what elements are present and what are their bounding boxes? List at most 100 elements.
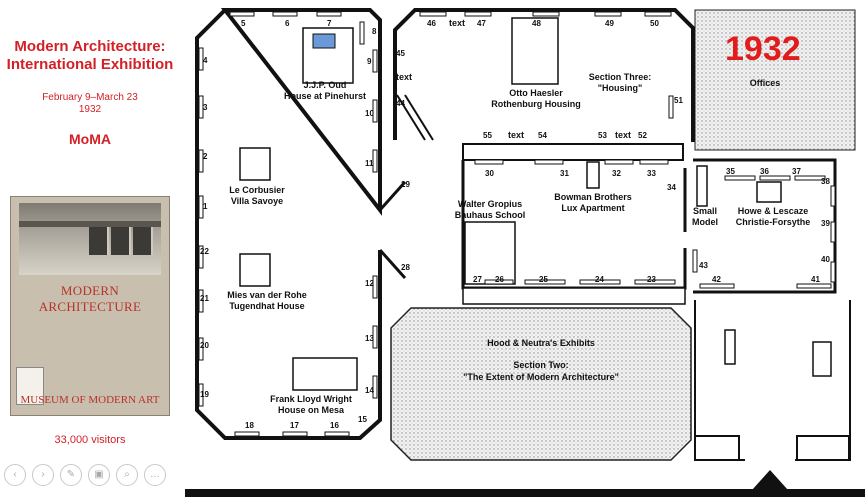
left-room-wall [195,8,382,440]
wall-number: 31 [560,169,569,178]
text-tag: text [615,130,631,140]
wall-number: 29 [401,180,410,189]
mies-name: Mies van der Rohe [227,290,307,300]
small-model-line2: Model [692,217,718,227]
wall-number: 19 [200,390,209,399]
wall-number: 20 [200,341,209,350]
wall-number: 30 [485,169,494,178]
wall-number: 27 [473,275,482,284]
section-three-title: Section Three: [589,72,652,82]
wall-number: 21 [200,294,209,303]
wall-number: 41 [811,275,820,284]
offices-label: Offices [750,78,781,88]
wall-number: 40 [821,255,830,264]
sidebar: Modern Architecture: International Exhib… [0,0,180,497]
text-tag: text [449,18,465,28]
cover-publisher: MUSEUM OF MODERN ART [20,394,160,406]
exhibition-dates: February 9–March 23 [42,92,138,103]
wall-number: 35 [726,167,735,176]
middle-room-wall [393,8,695,142]
bottom-bar [185,489,865,497]
howe-project: Christie-Forsythe [736,217,811,227]
wall-number: 43 [699,261,708,270]
wall-number: 50 [650,19,659,28]
wall-number: 25 [539,275,548,284]
wall-number: 55 [483,131,492,140]
wall-number: 13 [365,334,374,343]
wall-number: 9 [367,57,372,66]
section-two-subtitle: "The Extent of Modern Architecture" [463,372,619,382]
floor-plan-drawing: 1932 J.J.P. Oud House at Pinehurst Le Co… [195,8,856,461]
text-tag: text [396,72,412,82]
left-room-wall-top [220,8,382,216]
wright-name: Frank Lloyd Wright [270,394,352,404]
bowman-name: Bowman Brothers [554,192,632,202]
floor-plan: 1932 J.J.P. Oud House at Pinehurst Le Co… [185,0,865,468]
wall-number: 38 [821,177,830,186]
visitor-count: 33,000 visitors [54,434,126,446]
haesler-name: Otto Haesler [509,88,563,98]
wall-number: 42 [712,275,721,284]
wall-number: 14 [365,386,374,395]
zoom-icon[interactable]: ⌕ [116,464,138,486]
wall-number: 33 [647,169,656,178]
wall-number: 18 [245,421,254,430]
venue-label: MoMA [69,131,111,147]
wall-number: 32 [612,169,621,178]
wall-number: 12 [365,279,374,288]
wall-number: 4 [203,56,208,65]
lecorbusier-project: Villa Savoye [231,196,283,206]
section-two-area [390,307,692,461]
haesler-project: Rothenburg Housing [491,99,581,109]
hood-neutra-label: Hood & Neutra's Exhibits [487,338,595,348]
next-slide-icon[interactable]: › [32,464,54,486]
wall-number: 26 [495,275,504,284]
pen-icon[interactable]: ✎ [60,464,82,486]
mies-project: Tugendhat House [229,301,304,311]
wall-number: 47 [477,19,486,28]
wall-number: 39 [821,219,830,228]
wall-number: 7 [327,19,332,28]
gropius-name: Walter Gropius [458,199,522,209]
gropius-project: Bauhaus School [455,210,526,220]
wall-number: 28 [401,263,410,272]
wright-project: House on Mesa [278,405,345,415]
wall-number: 2 [203,152,208,161]
previous-slide-icon[interactable]: ‹ [4,464,26,486]
wall-number: 1 [203,202,208,211]
wall-number: 6 [285,19,290,28]
oud-project: House at Pinehurst [284,91,366,101]
text-tag: text [508,130,524,140]
catalog-cover: MODERN ARCHITECTURE MUSEUM OF MODERN ART [10,196,170,416]
wall-number: 48 [532,19,541,28]
offices-area [694,9,856,151]
wall-number: 34 [667,183,676,192]
library-label [16,367,44,405]
wall-number: 51 [674,96,683,105]
wall-number: 15 [358,415,367,424]
wall-number: 37 [792,167,801,176]
wall-number: 24 [595,275,604,284]
year-label: 1932 [725,30,801,68]
cover-title: MODERN ARCHITECTURE [38,283,142,314]
small-model-line1: Small [693,206,717,216]
wall-number: 10 [365,109,374,118]
wall-number: 22 [200,247,209,256]
more-options-icon[interactable]: … [144,464,166,486]
bowman-project: Lux Apartment [561,203,624,213]
section-two-title: Section Two: [513,360,568,370]
wall-number: 17 [290,421,299,430]
howe-name: Howe & Lescaze [738,206,809,216]
wall-number: 3 [203,103,208,112]
wall-number: 45 [396,49,405,58]
wall-number: 5 [241,19,246,28]
wall-number: 53 [598,131,607,140]
wall-number: 11 [365,159,374,168]
wall-number: 8 [372,27,377,36]
cover-photo [19,203,161,275]
wall-number: 46 [427,19,436,28]
navigation-triangle-icon[interactable] [752,470,788,490]
slide-view-icon[interactable]: ▣ [88,464,110,486]
wall-number: 23 [647,275,656,284]
wall-number: 36 [760,167,769,176]
